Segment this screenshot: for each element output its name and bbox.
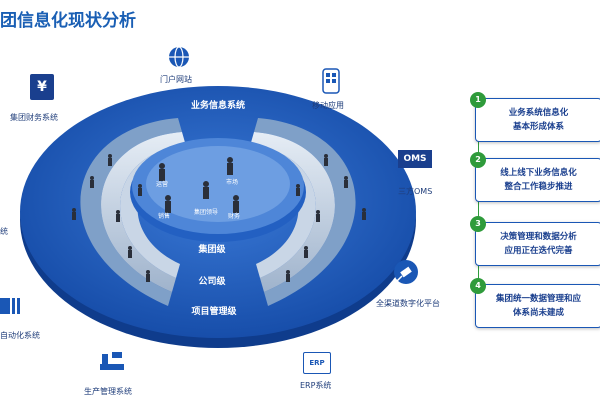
left-segment-mid — [101, 132, 186, 292]
satellite-icon — [394, 260, 418, 284]
left-segment-outer — [80, 118, 182, 306]
right-segment-outer — [254, 118, 356, 306]
globe-icon — [169, 46, 189, 68]
erp-chip-icon: ERP — [303, 352, 331, 374]
summary-card-1: 业务系统信息化 基本形成体系 — [475, 98, 600, 142]
system-automation: 自动化系统 — [0, 331, 40, 340]
automation-icon — [0, 298, 20, 314]
oms-logo-icon: OMS — [398, 150, 432, 168]
step-badge-1: 1 — [470, 92, 486, 108]
level-company: 公司级 — [198, 275, 226, 287]
summary-panel: 业务系统信息化 基本形成体系 1 线上线下业务信息化 整合工作稳步推进 2 决策… — [462, 92, 600, 332]
production-icon — [100, 352, 124, 370]
hub-label-sales: 销售 — [158, 212, 170, 220]
page-title: 团信息化现状分析 — [0, 11, 136, 31]
hub-label-operations: 运营 — [156, 180, 168, 188]
step-badge-4: 4 — [470, 278, 486, 294]
finance-yen-icon: ¥ — [30, 74, 54, 100]
system-production: 生产管理系统 — [84, 387, 132, 396]
level-group: 集团级 — [197, 243, 226, 255]
summary-card-text: 业务系统信息化 基本形成体系 — [508, 108, 569, 132]
system-portal: 门户网站 — [160, 75, 192, 84]
system-oms: 三方OMS — [398, 187, 433, 196]
summary-card-2: 线上线下业务信息化 整合工作稳步推进 — [475, 158, 600, 202]
right-segment-mid — [250, 132, 335, 292]
summary-card-text: 决策管理和数据分析 应用正在迭代完善 — [500, 232, 577, 256]
system-omni: 全渠道数字化平台 — [376, 299, 440, 308]
system-label: 业务信息系统 — [191, 99, 245, 111]
summary-card-text: 集团统一数据管理和应 体系尚未建成 — [495, 294, 581, 318]
step-badge-2: 2 — [470, 152, 486, 168]
hub-label-group-leader: 集团领导 — [194, 208, 218, 216]
center-hub-top — [146, 146, 290, 222]
summary-card-3: 决策管理和数据分析 应用正在迭代完善 — [475, 222, 600, 266]
level-project: 项目管理级 — [191, 305, 237, 317]
hub-label-market: 市场 — [226, 178, 238, 186]
system-finance: 集团财务系统 — [10, 113, 58, 122]
people-figures — [72, 154, 366, 282]
step-badge-3: 3 — [470, 216, 486, 232]
summary-card-4: 集团统一数据管理和应 体系尚未建成 — [475, 284, 600, 328]
system-erp: ERP系统 — [300, 381, 332, 390]
summary-card-text: 线上线下业务信息化 整合工作稳步推进 — [500, 168, 577, 192]
mobile-app-icon — [322, 68, 340, 94]
system-left-partial: 统 — [0, 227, 8, 236]
ring-diagram: 运营 市场 销售 集团领导 财务 业务信息系统 集团级 公司级 项目管理级 — [20, 86, 416, 348]
hub-label-finance: 财务 — [228, 212, 240, 220]
system-mobile: 移动应用 — [312, 101, 344, 110]
